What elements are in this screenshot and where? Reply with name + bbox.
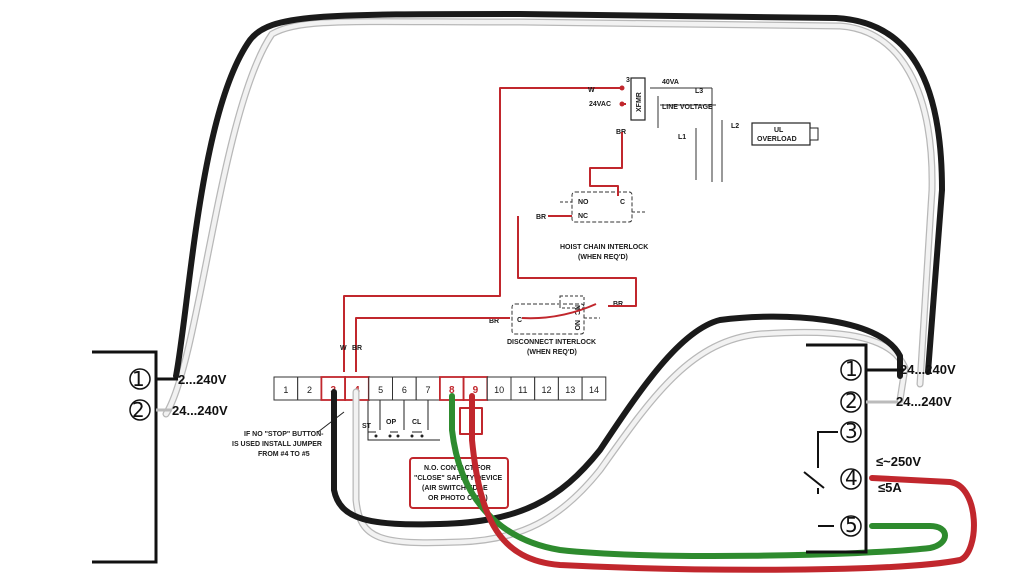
internal-red-wiring bbox=[343, 87, 637, 372]
transformer-label: XFMR bbox=[636, 92, 643, 112]
terminal-label-8: 8 bbox=[449, 385, 455, 396]
disconnect-sub: (WHEN REQ'D) bbox=[527, 349, 577, 356]
ul-overload-line1: UL bbox=[774, 127, 784, 134]
right-terminal-1-symbol: 1 bbox=[845, 357, 858, 381]
hoist-interlock-box bbox=[571, 191, 633, 223]
hoist-br: BR bbox=[536, 214, 546, 221]
l3-label: L3 bbox=[695, 88, 703, 95]
terminal-label-5: 5 bbox=[378, 385, 383, 395]
hoist-c: C bbox=[620, 199, 625, 206]
switch-st: ST bbox=[362, 423, 372, 430]
right-terminal-3-symbol: 3 bbox=[845, 419, 858, 443]
terminal-label-2: 2 bbox=[307, 385, 312, 395]
disconnect-interlock-box bbox=[511, 303, 585, 335]
right-terminal-1-rating: 24...240V bbox=[900, 362, 956, 377]
right-relay-module: 1 2 3 4 5 24...240V 24...240V ≤~250V ≤5A bbox=[803, 343, 956, 554]
field-wires bbox=[162, 11, 977, 573]
right-terminal-5-symbol: 5 bbox=[845, 513, 858, 537]
green-wire bbox=[449, 393, 948, 559]
terminal-label-13: 13 bbox=[565, 385, 575, 395]
terminal-label-12: 12 bbox=[542, 385, 552, 395]
black-wire-bottom bbox=[331, 313, 903, 528]
black-wire-top bbox=[173, 11, 945, 379]
disconnect-no: NO bbox=[573, 320, 580, 331]
terminal-label-9: 9 bbox=[473, 385, 479, 396]
contact-current: ≤5A bbox=[878, 480, 902, 495]
hoist-sub: (WHEN REQ'D) bbox=[578, 254, 628, 261]
xfmr-24vac: 24VAC bbox=[589, 101, 611, 108]
terminal-label-6: 6 bbox=[402, 385, 407, 395]
disconnect-br-left: BR bbox=[489, 318, 499, 325]
white-wire-bottom bbox=[352, 328, 909, 547]
hoist-no: NO bbox=[578, 199, 589, 206]
terminal-label-7: 7 bbox=[426, 385, 431, 395]
schematic: XFMR 3 24VAC BR 40VA LINE VOLTAGE L1 L2 … bbox=[232, 77, 819, 458]
right-terminal-4-symbol: 4 bbox=[845, 466, 858, 490]
xfmr-40va: 40VA bbox=[662, 79, 679, 86]
right-terminal-2-symbol: 2 bbox=[845, 389, 858, 413]
xfmr-terminal-3: 3 bbox=[626, 77, 630, 84]
wire-tag-br: BR bbox=[352, 345, 362, 352]
line-voltage-label: LINE VOLTAGE bbox=[662, 104, 713, 111]
stop-note-line1: IF NO "STOP" BUTTON- bbox=[244, 431, 324, 438]
l2-label: L2 bbox=[731, 123, 739, 130]
left-terminal-2-symbol: 2 bbox=[132, 398, 145, 422]
relay-contact-symbol bbox=[817, 431, 838, 468]
disconnect-title: DISCONNECT INTERLOCK bbox=[507, 339, 596, 346]
wire-tag-w: W bbox=[340, 345, 347, 352]
left-terminal-2-rating: 24...240V bbox=[172, 403, 228, 418]
terminal-cell-14 bbox=[581, 376, 607, 401]
l1-label: L1 bbox=[678, 134, 686, 141]
stop-note-line3: FROM #4 TO #5 bbox=[258, 451, 310, 458]
red-wire bbox=[469, 393, 977, 573]
disconnect-c: C bbox=[517, 317, 522, 324]
disconnect-nc: NC bbox=[573, 305, 580, 315]
left-terminal-1-rating: 2...240V bbox=[178, 372, 227, 387]
terminal-label-11: 11 bbox=[518, 385, 527, 395]
hoist-title: HOIST CHAIN INTERLOCK bbox=[560, 244, 648, 251]
switch-group bbox=[367, 396, 440, 441]
safety-note-line3: (AIR SWITCH EDGE bbox=[422, 485, 488, 492]
contact-voltage: ≤~250V bbox=[876, 454, 921, 469]
stop-note-line2: IS USED INSTALL JUMPER bbox=[232, 441, 322, 448]
ul-overload-line2: OVERLOAD bbox=[757, 136, 797, 143]
left-relay-module: 1 2 2...240V 24...240V bbox=[92, 350, 228, 564]
terminal-label-1: 1 bbox=[283, 385, 288, 395]
safety-note-line2: "CLOSE" SAFETY DEVICE bbox=[414, 475, 503, 482]
disconnect-br-right: BR bbox=[613, 301, 623, 308]
transformer-body bbox=[630, 77, 646, 121]
left-terminal-1-symbol: 1 bbox=[132, 367, 145, 391]
switch-op: OP bbox=[386, 419, 396, 426]
safety-note-line4: OR PHOTO CELL) bbox=[428, 495, 488, 502]
terminal-label-14: 14 bbox=[589, 385, 599, 395]
xfmr-w: W bbox=[588, 87, 595, 94]
hoist-nc: NC bbox=[578, 213, 588, 220]
switch-cl: CL bbox=[412, 419, 422, 426]
terminal-label-10: 10 bbox=[494, 385, 504, 395]
right-terminal-2-rating: 24...240V bbox=[896, 394, 952, 409]
